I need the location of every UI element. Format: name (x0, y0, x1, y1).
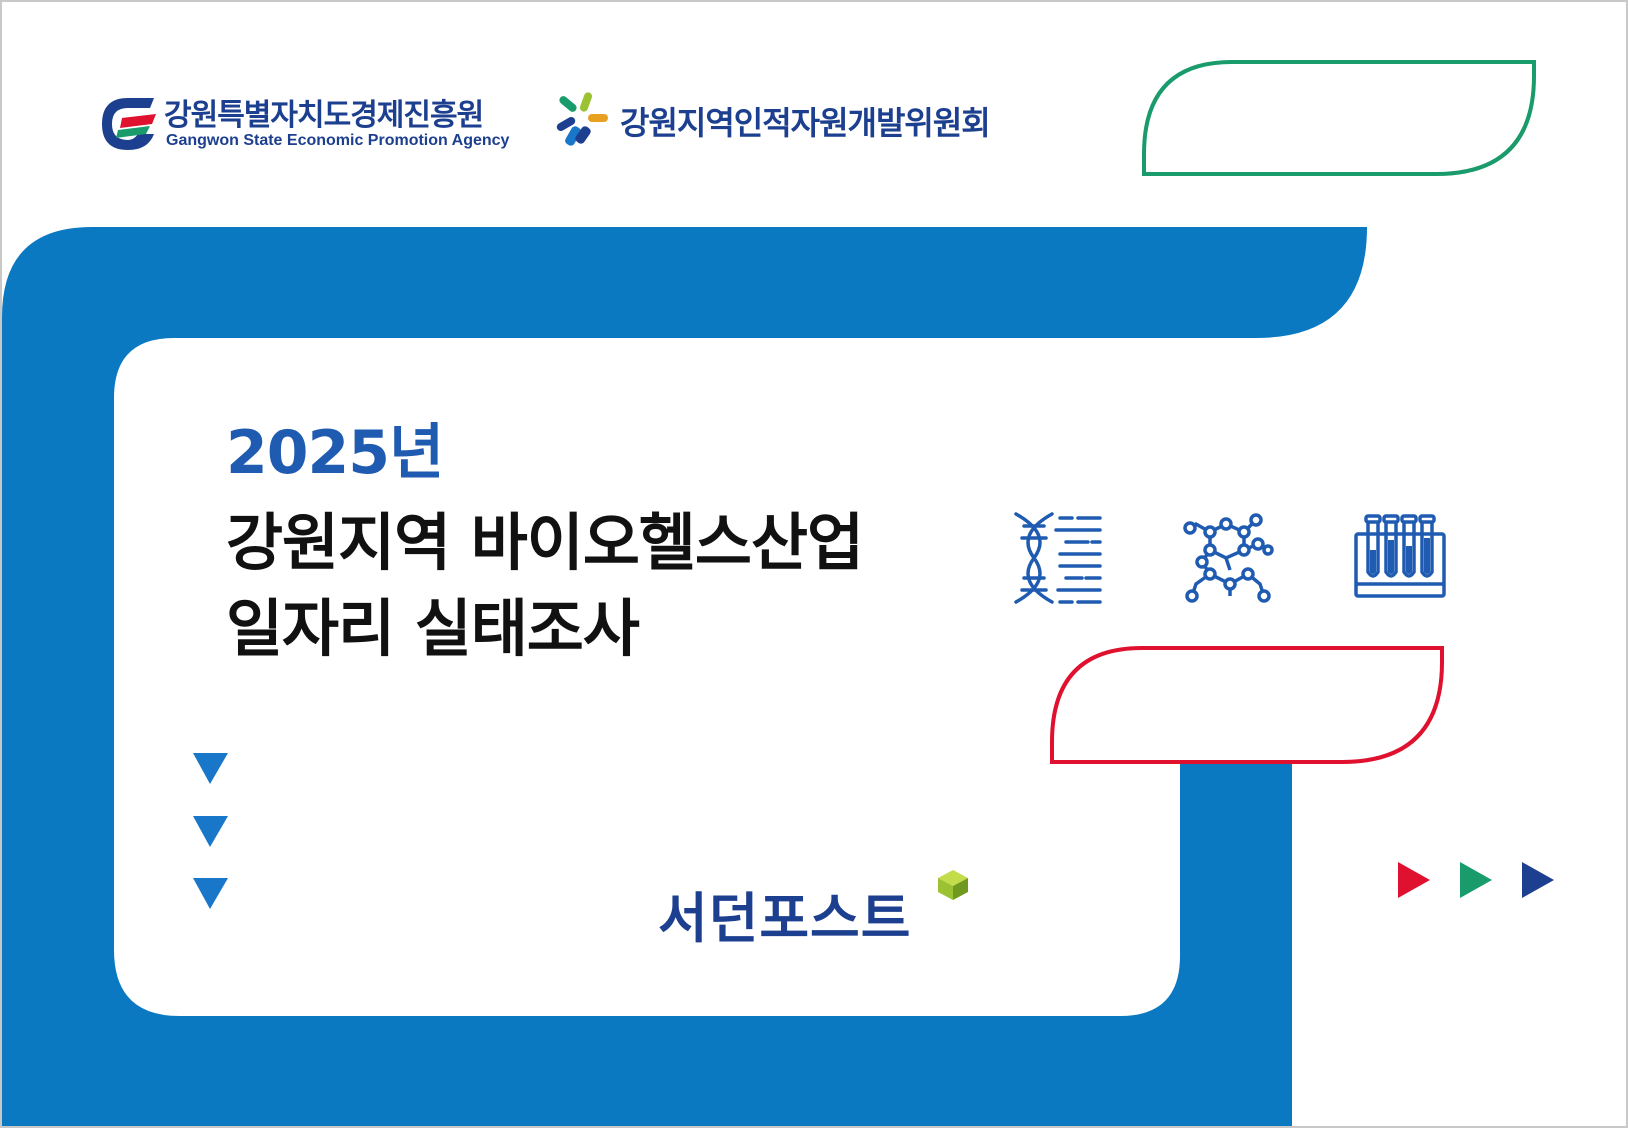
right-triangle-navy (1522, 862, 1554, 898)
red-leaf-shape (1050, 646, 1444, 764)
agency-logo: 강원특별자치도경제진흥원 Gangwon State Economic Prom… (98, 88, 518, 158)
blue-frame (2, 227, 1367, 1126)
dna-icon (1014, 512, 1102, 604)
right-triangle-green (1460, 862, 1492, 898)
council-logo: 강원지역인적자원개발위원회 (554, 90, 1054, 150)
down-triangle-2 (193, 816, 228, 847)
council-logo-mark (556, 92, 608, 146)
right-triangle-red (1398, 862, 1430, 898)
test-tubes-icon (1354, 514, 1446, 598)
publisher-name: 서던포스트 (658, 887, 912, 950)
title-line2: 일자리 실태조사 (226, 592, 640, 665)
agency-logo-mark (102, 98, 156, 150)
green-leaf-shape (1142, 60, 1536, 176)
molecule-icon (1183, 513, 1274, 603)
title-line1: 강원지역 바이오헬스산업 (226, 506, 864, 579)
agency-name-en: Gangwon State Economic Promotion Agency (166, 132, 510, 149)
down-triangle-3 (193, 878, 228, 909)
down-triangle-1 (193, 753, 228, 784)
publisher-logo-cube (938, 870, 968, 900)
agency-name-kr: 강원특별자치도경제진흥원 (164, 98, 484, 133)
title-year: 2025년 (226, 418, 444, 488)
council-name-kr: 강원지역인적자원개발위원회 (620, 104, 991, 142)
